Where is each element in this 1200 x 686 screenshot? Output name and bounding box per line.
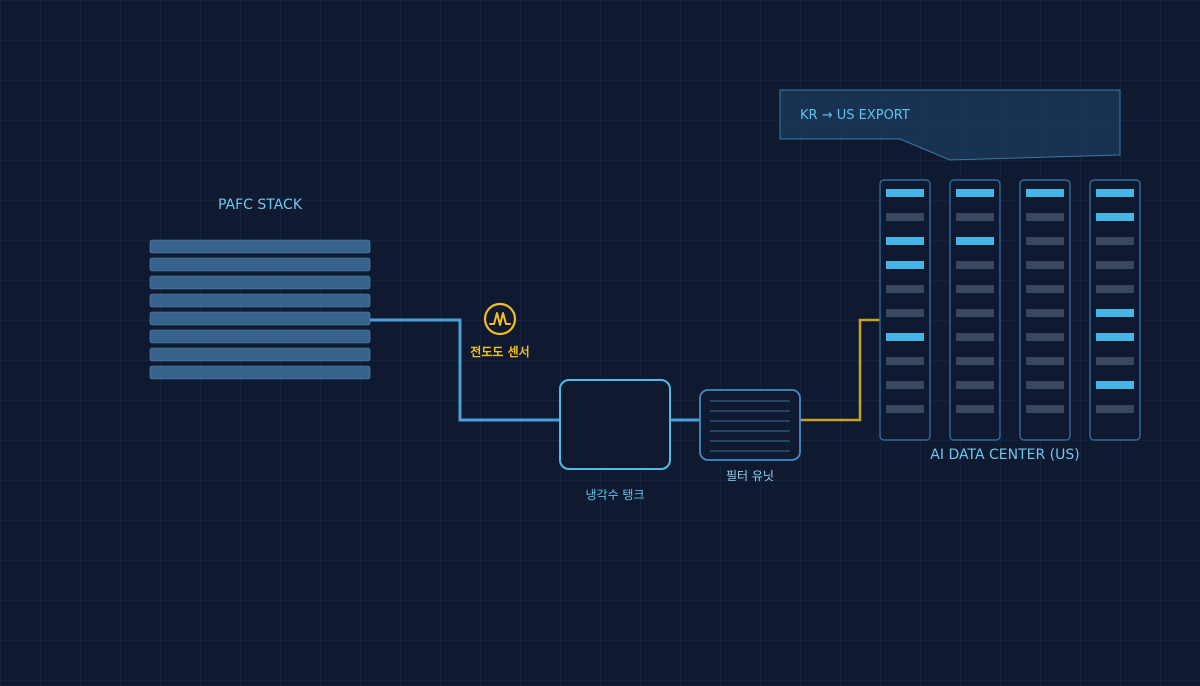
rack-led-active xyxy=(1096,381,1134,389)
rack-led-idle xyxy=(1096,237,1134,245)
export-callout: KR → US EXPORT xyxy=(779,89,1121,161)
rack-led-idle xyxy=(1026,285,1064,293)
rack-led-active xyxy=(1026,189,1064,197)
stack-layers xyxy=(149,239,371,380)
rack-led-idle xyxy=(1096,357,1134,365)
coolant-pipes xyxy=(370,318,700,422)
rack-led-idle xyxy=(1026,261,1064,269)
callout-shape xyxy=(779,89,1121,161)
tank-body xyxy=(559,379,671,470)
ai-data-center: AI DATA CENTER (US) xyxy=(879,179,1141,463)
filter-body xyxy=(699,389,801,461)
rack-led-active xyxy=(956,189,994,197)
stack-layer xyxy=(149,311,371,326)
rack-led-active xyxy=(886,261,924,269)
waveform-circle-icon xyxy=(483,302,517,336)
stack-layer xyxy=(149,347,371,362)
rack-led-active xyxy=(1096,333,1134,341)
stack-to-tank-pipe xyxy=(370,318,560,422)
rack-led-idle xyxy=(886,405,924,413)
rack-led-idle xyxy=(956,357,994,365)
conductivity-sensor: 전도도 센서 xyxy=(470,302,530,359)
rack-led-active xyxy=(886,189,924,197)
server-racks xyxy=(879,179,1141,441)
tank-label: 냉각수 탱크 xyxy=(585,488,644,502)
rack-led-idle xyxy=(956,213,994,221)
rack-led-idle xyxy=(886,381,924,389)
stack-layer xyxy=(149,257,371,272)
rack-led-idle xyxy=(956,381,994,389)
rack-led-active xyxy=(1096,309,1134,317)
rack-led-idle xyxy=(886,213,924,221)
rack-led-idle xyxy=(1026,309,1064,317)
datacenter-label: AI DATA CENTER (US) xyxy=(930,447,1079,463)
rack-led-idle xyxy=(1026,333,1064,341)
rack-led-active xyxy=(956,237,994,245)
rack-led-idle xyxy=(1026,405,1064,413)
rack-led-idle xyxy=(1026,381,1064,389)
rack-led-idle xyxy=(886,285,924,293)
coolant-tank: 냉각수 탱크 xyxy=(559,379,671,502)
stack-layer xyxy=(149,365,371,380)
stack-layer xyxy=(149,329,371,344)
stack-layer xyxy=(149,239,371,254)
rack-led-idle xyxy=(956,309,994,317)
callout-text: KR → US EXPORT xyxy=(800,108,910,123)
rack-led-idle xyxy=(1026,213,1064,221)
server-rack xyxy=(879,179,931,441)
rack-led-idle xyxy=(1026,237,1064,245)
rack-led-active xyxy=(1096,213,1134,221)
filter-unit: 필터 유닛 xyxy=(699,389,801,483)
stack-layer xyxy=(149,275,371,290)
power-line xyxy=(800,318,880,422)
rack-led-active xyxy=(1096,189,1134,197)
rack-led-idle xyxy=(886,357,924,365)
server-rack xyxy=(1019,179,1071,441)
rack-led-idle xyxy=(1096,285,1134,293)
rack-led-idle xyxy=(956,405,994,413)
rack-led-idle xyxy=(956,261,994,269)
pafc-stack: PAFC STACK xyxy=(149,197,371,380)
rack-led-idle xyxy=(1026,357,1064,365)
rack-led-idle xyxy=(886,309,924,317)
server-rack xyxy=(949,179,1001,441)
rack-led-idle xyxy=(1096,405,1134,413)
rack-led-active xyxy=(886,237,924,245)
filter-media-lines xyxy=(710,400,790,452)
filter-label: 필터 유닛 xyxy=(726,469,774,483)
stack-layer xyxy=(149,293,371,308)
rack-led-idle xyxy=(956,285,994,293)
sensor-label: 전도도 센서 xyxy=(470,344,529,359)
stack-title: PAFC STACK xyxy=(218,197,303,213)
rack-led-idle xyxy=(1096,261,1134,269)
rack-led-active xyxy=(886,333,924,341)
rack-led-idle xyxy=(956,333,994,341)
server-rack xyxy=(1089,179,1141,441)
